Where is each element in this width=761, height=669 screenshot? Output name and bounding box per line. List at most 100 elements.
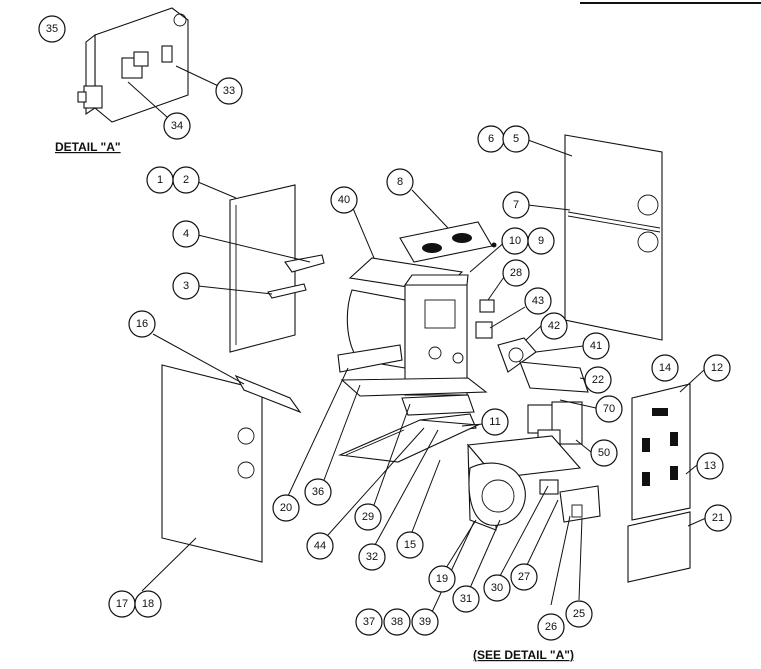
callout-35: 35 <box>38 15 66 43</box>
svg-text:14: 14 <box>659 362 671 374</box>
svg-text:44: 44 <box>314 540 326 552</box>
callout-16: 16 <box>128 310 156 338</box>
svg-text:33: 33 <box>223 85 235 97</box>
blower-housing <box>466 435 582 531</box>
svg-text:17: 17 <box>116 598 128 610</box>
svg-text:3: 3 <box>183 280 189 292</box>
svg-text:10: 10 <box>509 235 521 247</box>
svg-text:15: 15 <box>404 539 416 551</box>
svg-text:41: 41 <box>590 340 602 352</box>
callout-32: 32 <box>358 543 386 571</box>
svg-text:39: 39 <box>419 616 431 628</box>
svg-text:20: 20 <box>280 502 292 514</box>
svg-text:4: 4 <box>183 228 189 240</box>
svg-text:50: 50 <box>598 447 610 459</box>
svg-text:7: 7 <box>513 199 519 211</box>
callout-31: 31 <box>452 585 480 613</box>
svg-text:43: 43 <box>532 295 544 307</box>
part-28 <box>479 299 495 313</box>
svg-text:27: 27 <box>518 571 530 583</box>
callout-15: 15 <box>396 531 424 559</box>
svg-text:25: 25 <box>573 608 585 620</box>
svg-text:6: 6 <box>488 133 494 145</box>
callout-36: 36 <box>304 478 332 506</box>
svg-text:9: 9 <box>538 235 544 247</box>
svg-text:19: 19 <box>436 573 448 585</box>
svg-text:42: 42 <box>548 320 560 332</box>
svg-text:21: 21 <box>712 512 724 524</box>
svg-text:22: 22 <box>592 374 604 386</box>
callout-29: 29 <box>354 503 382 531</box>
burner-plate-22 <box>519 361 589 393</box>
deck-plate-15 <box>337 419 481 463</box>
part-43 <box>475 321 493 339</box>
callout-40: 40 <box>330 186 358 214</box>
callout-10: 10 <box>501 227 529 255</box>
svg-text:29: 29 <box>362 511 374 523</box>
callout-7: 7 <box>502 191 530 219</box>
callout-22: 22 <box>584 366 612 394</box>
callout-19: 19 <box>428 565 456 593</box>
callout-1: 1 <box>146 166 174 194</box>
bracket-3 <box>267 283 307 299</box>
svg-text:13: 13 <box>704 460 716 472</box>
detail-a-caption: DETAIL "A" <box>55 140 121 154</box>
top-plate-8 <box>399 221 493 263</box>
svg-text:16: 16 <box>136 318 148 330</box>
callout-27: 27 <box>510 563 538 591</box>
callout-17: 17 <box>108 590 136 618</box>
callout-5: 5 <box>502 125 530 153</box>
svg-text:1: 1 <box>157 174 163 186</box>
callout-2: 2 <box>172 166 200 194</box>
svg-text:2: 2 <box>183 174 189 186</box>
panel-5-6 <box>564 134 663 341</box>
svg-text:70: 70 <box>603 403 615 415</box>
callout-25: 25 <box>565 600 593 628</box>
callout-20: 20 <box>272 494 300 522</box>
svg-text:32: 32 <box>366 551 378 563</box>
callout-9: 9 <box>527 227 555 255</box>
callout-3: 3 <box>172 272 200 300</box>
callout-38: 38 <box>383 608 411 636</box>
detail-a-control-box <box>77 7 189 123</box>
door-12-13-14 <box>631 383 691 521</box>
svg-text:8: 8 <box>397 176 403 188</box>
callout-30: 30 <box>483 574 511 602</box>
callout-21: 21 <box>704 504 732 532</box>
callout-12: 12 <box>703 354 731 382</box>
svg-text:34: 34 <box>171 120 183 132</box>
callout-11: 11 <box>481 408 509 436</box>
door-panel-17-18 <box>161 364 263 563</box>
callout-37: 37 <box>355 608 383 636</box>
leader-lines <box>127 65 707 613</box>
callout-4: 4 <box>172 220 200 248</box>
svg-text:26: 26 <box>545 621 557 633</box>
svg-text:31: 31 <box>460 593 472 605</box>
svg-text:40: 40 <box>338 194 350 206</box>
svg-text:5: 5 <box>513 133 519 145</box>
callout-34: 34 <box>163 112 191 140</box>
callout-43: 43 <box>524 287 552 315</box>
callout-42: 42 <box>540 312 568 340</box>
svg-text:38: 38 <box>391 616 403 628</box>
svg-text:35: 35 <box>46 23 58 35</box>
callout-41: 41 <box>582 332 610 360</box>
svg-text:30: 30 <box>491 582 503 594</box>
panel-1-2 <box>229 184 296 353</box>
see-detail-caption: (SEE DETAIL "A") <box>473 648 574 662</box>
callout-18: 18 <box>134 590 162 618</box>
callout-28: 28 <box>502 259 530 287</box>
svg-text:18: 18 <box>142 598 154 610</box>
callout-39: 39 <box>411 608 439 636</box>
callout-6a: 6 <box>477 125 505 153</box>
control-box-25 <box>559 485 601 523</box>
callout-44: 44 <box>306 532 334 560</box>
callout-8: 8 <box>386 168 414 196</box>
heat-exchanger-assembly <box>337 257 488 434</box>
door-21 <box>627 511 691 583</box>
callout-33: 33 <box>215 77 243 105</box>
svg-text:36: 36 <box>312 486 324 498</box>
svg-text:12: 12 <box>711 362 723 374</box>
bracket-16 <box>234 374 302 414</box>
